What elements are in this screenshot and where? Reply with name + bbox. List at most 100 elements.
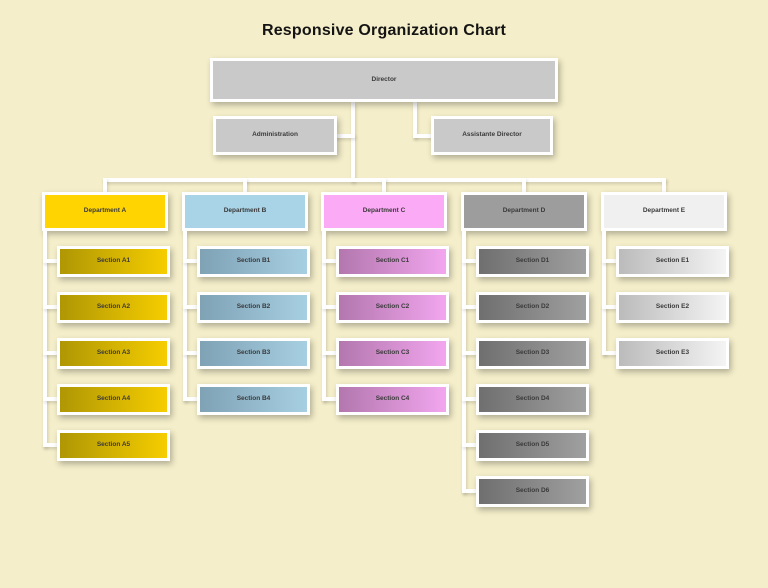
- node-department-d: Department D: [461, 192, 587, 231]
- node-label: Section B3: [236, 349, 271, 357]
- node-label: Section D5: [515, 441, 550, 449]
- node-section-d6: Section D6: [476, 476, 589, 507]
- connector-stub: [462, 259, 476, 263]
- node-section-d4: Section D4: [476, 384, 589, 415]
- connector-stub: [183, 397, 197, 401]
- connector-stub: [462, 305, 476, 309]
- department-column-d: Department D Section D1 Section D2 Secti…: [461, 178, 591, 518]
- node-section-e1: Section E1: [616, 246, 729, 277]
- connector-stub: [183, 259, 197, 263]
- chart-title: Responsive Organization Chart: [261, 22, 507, 39]
- connector-stub: [662, 178, 666, 193]
- connector-stub: [43, 443, 57, 447]
- node-department-b: Department B: [182, 192, 308, 231]
- node-section-b3: Section B3: [197, 338, 310, 369]
- node-department-a: Department A: [42, 192, 168, 231]
- node-label: Section A4: [96, 395, 131, 403]
- node-section-a4: Section A4: [57, 384, 170, 415]
- connector-stub: [322, 259, 336, 263]
- node-section-c3: Section C3: [336, 338, 449, 369]
- connector-spine: [183, 231, 187, 401]
- connector-assistante-horizontal: [413, 134, 433, 138]
- node-label: Section D3: [515, 349, 550, 357]
- node-section-a2: Section A2: [57, 292, 170, 323]
- connector-spine: [322, 231, 326, 401]
- connector-stub: [183, 305, 197, 309]
- node-label: Section E3: [655, 349, 690, 357]
- node-label: Assistante Director: [462, 131, 522, 139]
- connector-spine: [462, 231, 466, 493]
- node-label: Section D4: [515, 395, 550, 403]
- node-label: Section C4: [375, 395, 410, 403]
- node-administration: Administration: [213, 116, 337, 155]
- connector-administration-horizontal: [335, 134, 355, 138]
- node-label: Section D1: [515, 257, 550, 265]
- node-label: Director: [371, 75, 397, 83]
- connector-stub: [602, 351, 616, 355]
- node-director: Director: [210, 58, 558, 102]
- connector-stub: [462, 351, 476, 355]
- node-label: Administration: [252, 131, 298, 139]
- connector-stub: [382, 178, 386, 193]
- node-label: Department A: [83, 207, 127, 215]
- node-label: Section A2: [96, 303, 131, 311]
- connector-stub: [183, 351, 197, 355]
- node-section-a3: Section A3: [57, 338, 170, 369]
- connector-spine: [43, 231, 47, 447]
- node-label: Section A5: [96, 441, 131, 449]
- node-section-b2: Section B2: [197, 292, 310, 323]
- department-column-a: Department A Section A1 Section A2 Secti…: [42, 178, 172, 518]
- node-section-e2: Section E2: [616, 292, 729, 323]
- node-section-d3: Section D3: [476, 338, 589, 369]
- node-section-d5: Section D5: [476, 430, 589, 461]
- connector-stub: [43, 259, 57, 263]
- node-label: Department E: [642, 207, 686, 215]
- department-column-b: Department B Section B1 Section B2 Secti…: [182, 178, 312, 518]
- node-section-d2: Section D2: [476, 292, 589, 323]
- node-section-c2: Section C2: [336, 292, 449, 323]
- connector-stub: [602, 305, 616, 309]
- connector-stub: [522, 178, 526, 193]
- node-assistante-director: Assistante Director: [431, 116, 553, 155]
- node-section-b4: Section B4: [197, 384, 310, 415]
- connector-director-vertical: [351, 102, 355, 182]
- connector-stub: [462, 489, 476, 493]
- node-label: Section A1: [96, 257, 131, 265]
- connector-stub: [243, 178, 247, 193]
- node-label: Section C3: [375, 349, 410, 357]
- node-label: Section B4: [236, 395, 271, 403]
- node-label: Section D6: [515, 487, 550, 495]
- connector-stub: [322, 397, 336, 401]
- connector-stub: [43, 351, 57, 355]
- connector-stub: [462, 443, 476, 447]
- node-label: Section B1: [236, 257, 271, 265]
- connector-stub: [462, 397, 476, 401]
- department-column-c: Department C Section C1 Section C2 Secti…: [321, 178, 451, 518]
- node-label: Section C2: [375, 303, 410, 311]
- connector-stub: [602, 259, 616, 263]
- node-label: Department D: [502, 207, 546, 215]
- node-label: Section D2: [515, 303, 550, 311]
- connector-assistant-vertical: [413, 102, 417, 138]
- node-section-d1: Section D1: [476, 246, 589, 277]
- connector-stub: [322, 305, 336, 309]
- node-section-a1: Section A1: [57, 246, 170, 277]
- node-label: Section E1: [655, 257, 690, 265]
- connector-stub: [43, 305, 57, 309]
- node-department-e: Department E: [601, 192, 727, 231]
- node-section-c4: Section C4: [336, 384, 449, 415]
- node-label: Department B: [223, 207, 267, 215]
- node-department-c: Department C: [321, 192, 447, 231]
- node-label: Section A3: [96, 349, 131, 357]
- connector-stub: [103, 178, 107, 193]
- node-section-a5: Section A5: [57, 430, 170, 461]
- connector-stub: [43, 397, 57, 401]
- node-label: Section E2: [655, 303, 690, 311]
- node-section-e3: Section E3: [616, 338, 729, 369]
- department-column-e: Department E Section E1 Section E2 Secti…: [601, 178, 731, 518]
- connector-stub: [322, 351, 336, 355]
- node-section-b1: Section B1: [197, 246, 310, 277]
- connector-spine: [602, 231, 606, 355]
- node-label: Section B2: [236, 303, 271, 311]
